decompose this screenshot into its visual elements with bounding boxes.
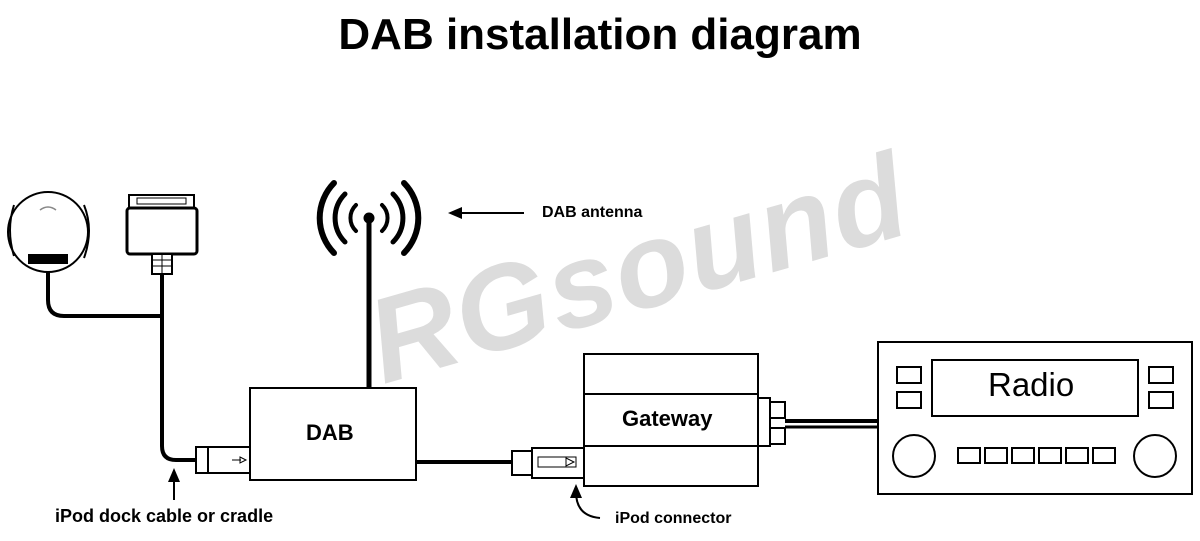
dab-box-label: DAB <box>306 420 354 445</box>
gateway-module <box>511 353 786 487</box>
radio-head-unit <box>877 341 1193 495</box>
dock-connector-icon <box>125 194 199 275</box>
knob-icon <box>1133 434 1177 478</box>
antenna-waves-icon <box>316 180 422 256</box>
ipod-connector-pointer-arrow <box>570 484 601 519</box>
radio-display-label: Radio <box>988 366 1075 403</box>
dab-module <box>195 387 417 481</box>
ipod-connector-plug-icon <box>511 447 585 479</box>
antenna-pointer-arrow <box>448 207 524 219</box>
usb-plug-icon <box>195 446 251 474</box>
gateway-box-label: Gateway <box>622 406 713 431</box>
cradle-cable <box>46 270 160 318</box>
antenna-label: DAB antenna <box>542 204 643 221</box>
ipod-connector-label: iPod connector <box>615 510 732 527</box>
dock-cable <box>160 272 196 462</box>
radio-display <box>931 359 1139 417</box>
ipod-dock-label: iPod dock cable or cradle <box>55 506 274 526</box>
knob-icon <box>892 434 936 478</box>
ipod-dock-pointer-arrow <box>168 468 180 500</box>
ipod-cradle-icon <box>7 191 90 273</box>
page-title: DAB installation diagram <box>338 10 862 59</box>
